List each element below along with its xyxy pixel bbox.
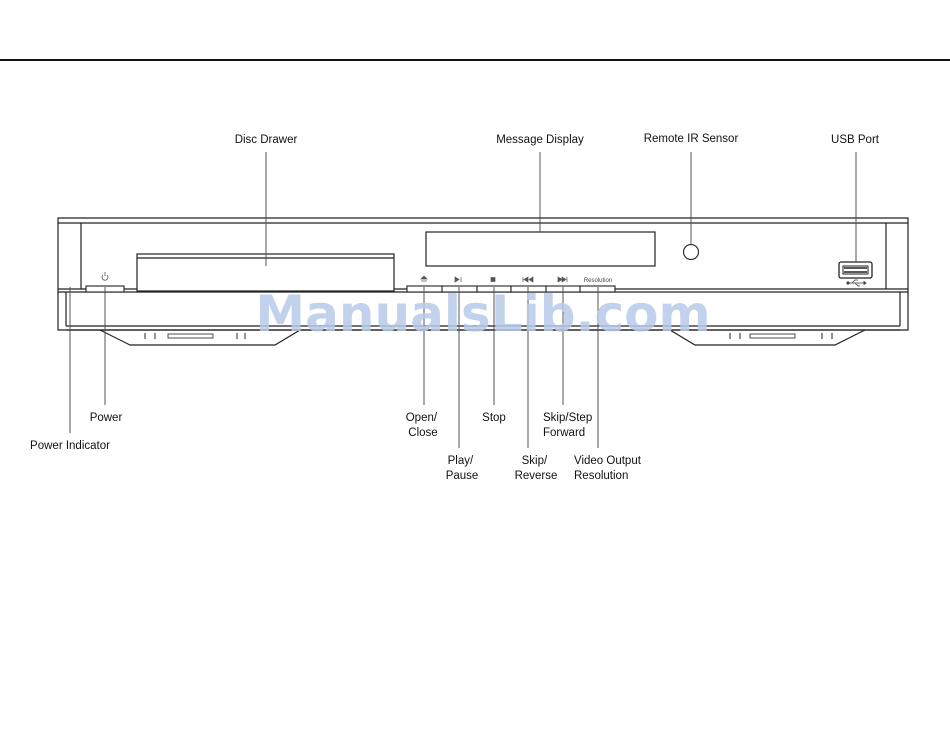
power-icon <box>102 272 108 280</box>
play-pause-icon <box>455 277 461 282</box>
remote-ir-sensor <box>684 245 699 260</box>
usb-icon <box>847 280 866 286</box>
label-power-indicator: Power Indicator <box>30 440 110 452</box>
label-stop: Stop <box>482 412 506 424</box>
usb-port[interactable] <box>839 262 872 278</box>
label-power: Power <box>90 412 123 424</box>
eject-icon <box>421 276 427 281</box>
label-skip-reverse: Skip/ Reverse <box>515 455 558 482</box>
label-usb-port: USB Port <box>831 134 880 146</box>
label-message-display: Message Display <box>496 134 584 146</box>
label-video-output-resolution: Video Output Resolution <box>574 455 644 482</box>
skip-reverse-icon <box>523 277 533 282</box>
label-skip-step-forward: Skip/Step Forward <box>543 412 595 439</box>
stop-icon <box>491 278 495 282</box>
resolution-button-text: Resolution <box>584 278 612 284</box>
label-disc-drawer: Disc Drawer <box>235 134 298 146</box>
label-open-close: Open/ Close <box>406 412 441 439</box>
label-remote-ir-sensor: Remote IR Sensor <box>644 133 739 145</box>
watermark: ManualsLib.com <box>255 285 710 343</box>
message-display <box>426 232 655 266</box>
label-play-pause: Play/ Pause <box>446 455 479 482</box>
skip-forward-icon <box>558 277 567 282</box>
